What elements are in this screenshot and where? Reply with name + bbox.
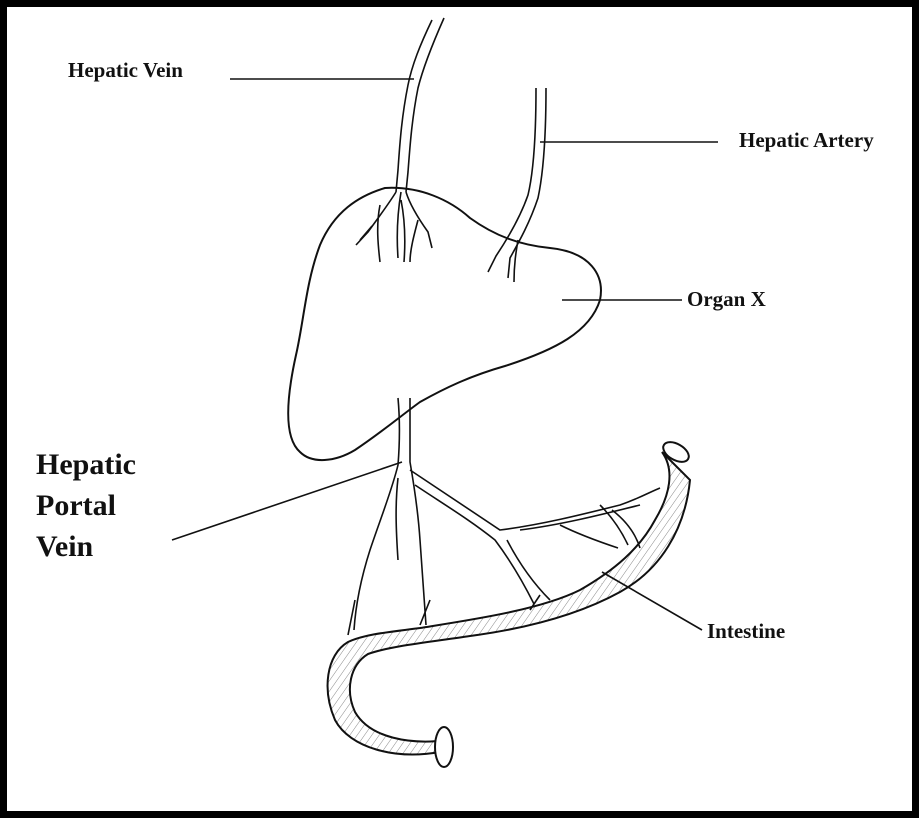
label-hepatic-portal-vein-line-2: Portal xyxy=(36,485,136,526)
label-hepatic-vein: Hepatic Vein xyxy=(68,58,183,83)
leader-intestine xyxy=(602,572,702,630)
leader-hepatic-portal-vein xyxy=(172,462,402,540)
diagram-canvas: Hepatic Vein Hepatic Artery Organ X Hepa… xyxy=(7,7,912,811)
label-hepatic-artery: Hepatic Artery xyxy=(739,128,874,153)
label-hepatic-portal-vein-line-1: Hepatic xyxy=(36,444,136,485)
intestine-opening-top xyxy=(660,438,692,466)
label-hepatic-portal-vein-line-3: Vein xyxy=(36,526,136,567)
portal-vein xyxy=(348,398,660,635)
label-intestine: Intestine xyxy=(707,619,785,644)
label-hepatic-portal-vein: Hepatic Portal Vein xyxy=(36,444,136,567)
label-organ-x: Organ X xyxy=(687,287,766,312)
intestine-opening-bottom xyxy=(435,727,453,767)
intestine xyxy=(328,438,693,767)
organ-x-outline xyxy=(288,188,601,460)
